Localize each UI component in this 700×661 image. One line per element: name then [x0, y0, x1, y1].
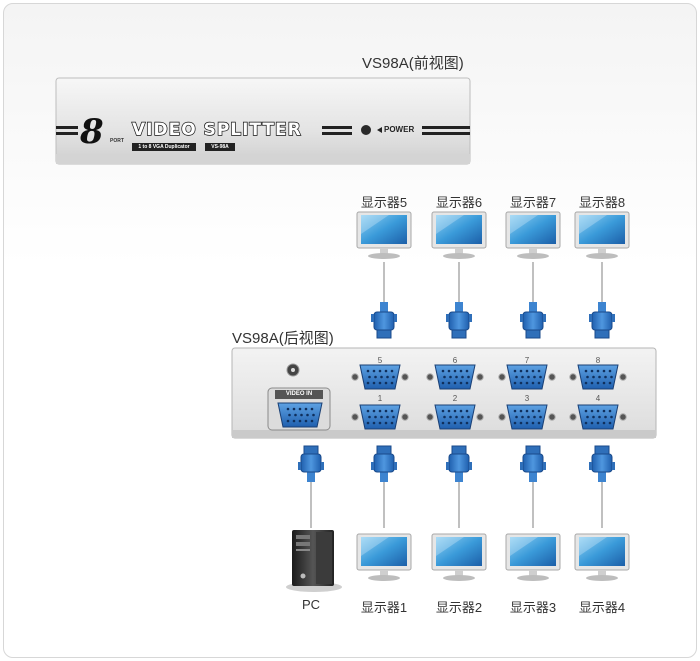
- monitor-7-label: 显示器7: [509, 195, 557, 210]
- port-number-5: 5: [377, 356, 383, 365]
- monitors: [356, 211, 630, 581]
- monitor-1-label: 显示器1: [360, 600, 408, 615]
- vga-cables: [298, 262, 615, 528]
- video-in-label: VIDEO IN: [285, 391, 313, 397]
- monitor-4-icon: [574, 533, 630, 581]
- monitor-8-label: 显示器8: [578, 195, 626, 210]
- monitor-6-icon: [431, 211, 487, 259]
- monitor-5-label: 显示器5: [360, 195, 408, 210]
- power-led-icon: [361, 125, 371, 135]
- port-number-3: 3: [524, 394, 530, 403]
- monitor-5-icon: [356, 211, 412, 259]
- vga-port-1: [351, 404, 409, 430]
- diagram-frame: VS98A(前视图): [3, 3, 697, 658]
- vga-plug-2: [446, 445, 472, 482]
- vga-plug-6: [446, 302, 472, 339]
- back-view-title: VS98A(后视图): [232, 330, 334, 347]
- front-product-name: VIDEO SPLITTER: [131, 119, 302, 140]
- vga-plug-3: [520, 445, 546, 482]
- vga-port-6: [426, 364, 484, 390]
- pc-tower-icon: [286, 530, 342, 592]
- front-model-badge: VS-98A: [205, 143, 235, 151]
- vga-port-7: [498, 364, 556, 390]
- port-number-1: 1: [377, 394, 383, 403]
- pc-label: PC: [301, 597, 321, 612]
- vga-plug-1: [371, 445, 397, 482]
- port-number-8: 8: [595, 356, 601, 365]
- front-power-label: POWER: [384, 125, 415, 134]
- diagram-svg: [55, 77, 657, 592]
- vga-port-2: [426, 404, 484, 430]
- monitor-6-label: 显示器6: [435, 195, 483, 210]
- monitor-2-label: 显示器2: [435, 600, 483, 615]
- port-number-6: 6: [452, 356, 458, 365]
- monitor-3-label: 显示器3: [509, 600, 557, 615]
- vga-port-4: [569, 404, 627, 430]
- front-port-number: 8: [80, 112, 104, 152]
- front-subtitle: 1 to 8 VGA Duplicator: [132, 143, 196, 151]
- video-in-port: [277, 402, 323, 428]
- vga-plug-4: [589, 445, 615, 482]
- vga-ports: [277, 364, 627, 430]
- monitor-1-icon: [356, 533, 412, 581]
- monitor-7-icon: [505, 211, 561, 259]
- port-number-7: 7: [524, 356, 530, 365]
- front-view-title: VS98A(前视图): [362, 55, 464, 72]
- monitor-3-icon: [505, 533, 561, 581]
- monitor-8-icon: [574, 211, 630, 259]
- vga-port-8: [569, 364, 627, 390]
- vga-port-5: [351, 364, 409, 390]
- port-number-2: 2: [452, 394, 458, 403]
- monitor-2-icon: [431, 533, 487, 581]
- front-device: [55, 77, 471, 165]
- port-number-4: 4: [595, 394, 601, 403]
- vga-port-3: [498, 404, 556, 430]
- vga-plug-pc: [298, 445, 324, 482]
- vga-plug-7: [520, 302, 546, 339]
- vga-plug-5: [371, 302, 397, 339]
- vga-plug-8: [589, 302, 615, 339]
- monitor-4-label: 显示器4: [578, 600, 626, 615]
- front-port-word: PORT: [110, 138, 124, 144]
